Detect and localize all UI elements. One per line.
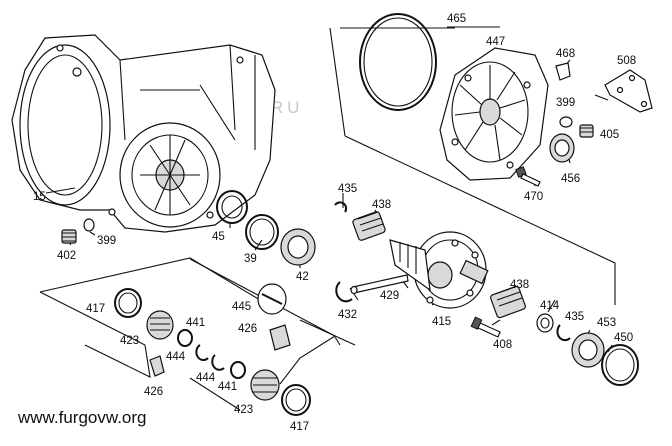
label-438-upper: 438 bbox=[372, 199, 391, 211]
plug-405 bbox=[579, 124, 594, 138]
label-438-lower: 438 bbox=[510, 279, 529, 291]
ring-450 bbox=[601, 344, 639, 386]
label-414: 414 bbox=[540, 300, 560, 312]
circlip-435-upper bbox=[334, 201, 348, 213]
label-441-upper: 441 bbox=[186, 317, 205, 329]
label-399-left: 399 bbox=[97, 235, 116, 247]
circlip-432 bbox=[335, 281, 353, 303]
website-text: www.furgovw.org bbox=[17, 408, 147, 427]
differential-415 bbox=[389, 231, 489, 309]
label-456: 456 bbox=[561, 173, 580, 185]
plate-508 bbox=[604, 69, 653, 113]
label-42: 42 bbox=[296, 271, 309, 283]
label-432: 432 bbox=[338, 309, 357, 321]
label-435-upper: 435 bbox=[338, 183, 357, 195]
label-402: 402 bbox=[57, 250, 76, 262]
label-445: 445 bbox=[232, 301, 251, 313]
washer-399-right bbox=[559, 116, 573, 128]
bearing-438-lower bbox=[490, 285, 526, 319]
thrust-washer-423-upper bbox=[146, 310, 174, 340]
label-444-lower: 444 bbox=[196, 372, 216, 384]
spacer-414 bbox=[536, 313, 554, 333]
label-405: 405 bbox=[600, 129, 619, 141]
label-423-lower: 423 bbox=[234, 404, 253, 416]
pin-429 bbox=[350, 274, 409, 295]
circlip-444-upper bbox=[195, 344, 209, 361]
label-408: 408 bbox=[493, 339, 512, 351]
seal-45 bbox=[216, 190, 248, 224]
label-417-lower: 417 bbox=[290, 421, 309, 433]
ring-417-lower bbox=[281, 384, 311, 416]
label-426-left: 426 bbox=[144, 386, 163, 398]
washer-441-lower bbox=[230, 361, 246, 379]
label-417-upper: 417 bbox=[86, 303, 105, 315]
circlip-444-lower bbox=[211, 354, 225, 371]
label-429: 429 bbox=[380, 290, 399, 302]
label-423-upper: 423 bbox=[120, 335, 139, 347]
label-435-lower: 435 bbox=[565, 311, 584, 323]
label-468: 468 bbox=[556, 48, 575, 60]
bearing-cup-42 bbox=[280, 228, 316, 266]
ring-417-upper bbox=[114, 288, 142, 318]
right-panel-frame bbox=[329, 26, 616, 305]
label-470: 470 bbox=[524, 191, 543, 203]
label-15: 15 bbox=[33, 191, 46, 203]
bolt-470 bbox=[515, 166, 541, 187]
label-45: 45 bbox=[212, 231, 225, 243]
washer-399-left bbox=[83, 218, 95, 232]
transmission-housing bbox=[11, 34, 276, 233]
label-447: 447 bbox=[486, 36, 505, 48]
o-ring-465 bbox=[359, 13, 437, 111]
washer-441-upper bbox=[177, 329, 193, 347]
key-426-right bbox=[269, 324, 291, 351]
label-399-right: 399 bbox=[556, 97, 575, 109]
label-508: 508 bbox=[617, 55, 636, 67]
bolt-408 bbox=[470, 316, 501, 338]
label-441-lower: 441 bbox=[218, 381, 237, 393]
seal-456 bbox=[549, 133, 575, 163]
label-453: 453 bbox=[597, 317, 616, 329]
label-444-upper: 444 bbox=[166, 351, 186, 363]
label-465: 465 bbox=[447, 13, 466, 25]
key-426-left bbox=[149, 355, 165, 377]
label-450: 450 bbox=[614, 332, 633, 344]
bearing-438-upper bbox=[352, 211, 386, 241]
seal-453 bbox=[571, 332, 605, 368]
label-39: 39 bbox=[244, 253, 257, 265]
label-415: 415 bbox=[432, 316, 451, 328]
ring-39 bbox=[245, 214, 279, 250]
callout-labels: 465 447 468 508 399 405 456 470 15 435 4… bbox=[33, 13, 636, 433]
snap-ring-group bbox=[114, 283, 311, 416]
bracket-468 bbox=[555, 62, 571, 81]
drain-plug-402 bbox=[61, 229, 77, 244]
label-426-right: 426 bbox=[238, 323, 257, 335]
circlip-435-lower bbox=[556, 324, 571, 342]
side-cover-447 bbox=[439, 47, 549, 181]
